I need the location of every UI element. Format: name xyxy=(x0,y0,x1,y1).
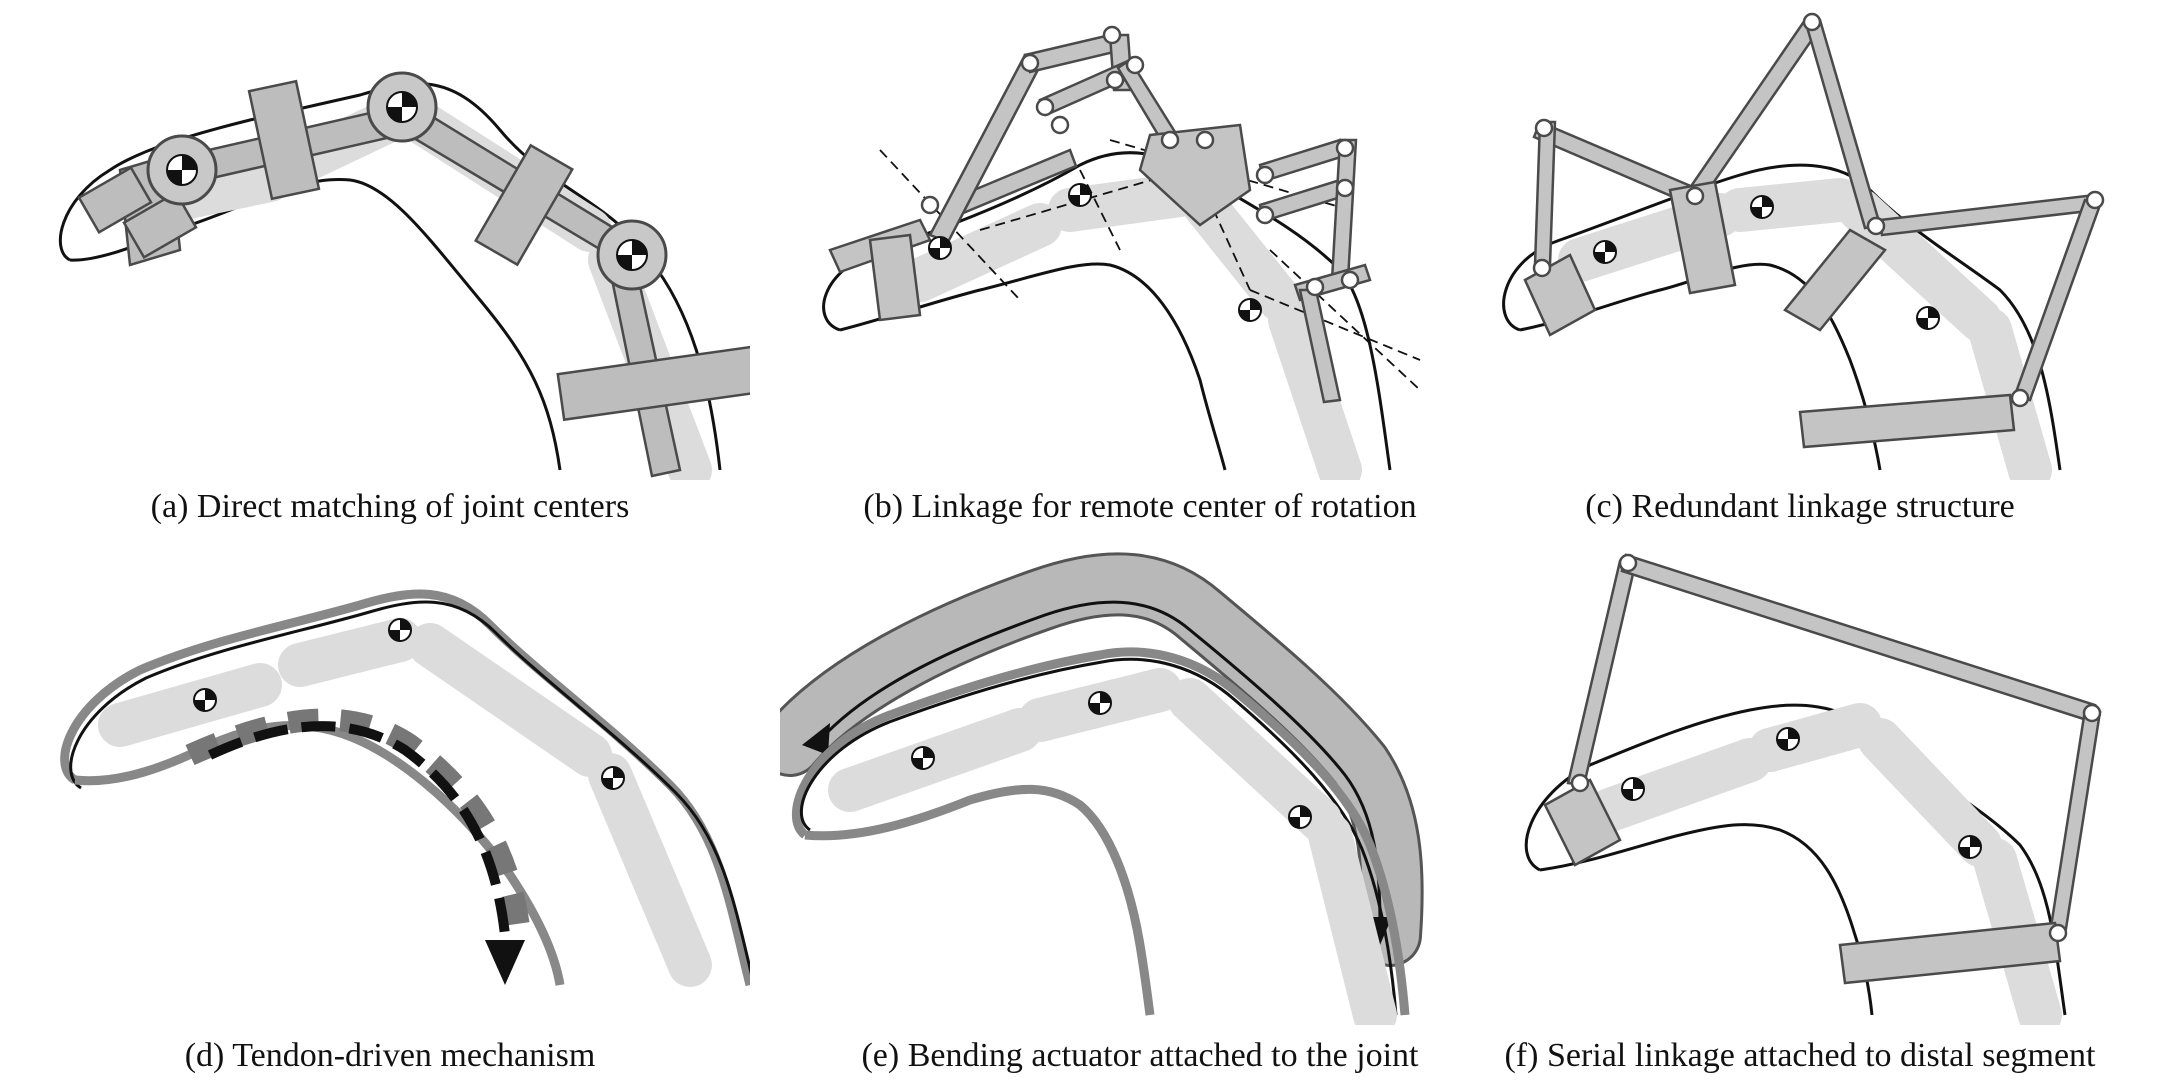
panel-b: (b) Linkage for remote center of rotatio… xyxy=(780,0,1500,545)
pin-joint xyxy=(920,25,1360,297)
finger-outline xyxy=(791,647,1410,1016)
joint-center-marker xyxy=(1593,195,1940,330)
finger-outline xyxy=(60,589,750,987)
panel-f: (f) Serial linkage attached to distal se… xyxy=(1440,545,2160,1090)
bending-actuator xyxy=(780,552,1424,967)
caption-f: (f) Serial linkage attached to distal se… xyxy=(1504,1037,2096,1074)
panel-d-illustration xyxy=(60,589,750,987)
pin-joint xyxy=(1532,12,2105,408)
tendon-sheath xyxy=(185,708,531,937)
panel-f-illustration xyxy=(1524,553,2102,1025)
joint-center-marker xyxy=(166,91,648,271)
caption-d: (d) Tendon-driven mechanism xyxy=(184,1037,596,1074)
caption-e: (e) Bending actuator attached to the joi… xyxy=(861,1037,1419,1074)
pin-joint xyxy=(1570,553,2102,943)
panel-c-illustration xyxy=(1502,12,2105,480)
panel-a: (a) Direct matching of joint centers xyxy=(30,0,750,545)
bone-segments xyxy=(98,618,712,987)
bone-segments xyxy=(828,668,1397,1025)
bone-segments xyxy=(898,173,1362,480)
panel-a-illustration xyxy=(58,71,750,480)
caption-c: (c) Redundant linkage structure xyxy=(1585,488,2015,525)
joint-center-marker xyxy=(1621,727,1982,859)
panel-c: (c) Redundant linkage structure xyxy=(1440,0,2160,545)
panel-d: (d) Tendon-driven mechanism xyxy=(30,545,750,1090)
panel-e: (e) Bending actuator attached to the joi… xyxy=(780,545,1500,1090)
tendon xyxy=(207,721,510,936)
tendon-arrow xyxy=(485,940,525,985)
caption-b: (b) Linkage for remote center of rotatio… xyxy=(863,488,1417,525)
caption-a: (a) Direct matching of joint centers xyxy=(150,488,630,525)
panel-e-illustration xyxy=(780,552,1424,1025)
panel-b-illustration xyxy=(822,25,1421,480)
joint-center-marker xyxy=(911,691,1312,829)
joint-center-marker xyxy=(193,618,625,790)
exoskeleton-links xyxy=(77,79,750,478)
joint-center-marker xyxy=(928,183,1262,322)
bone-segments xyxy=(1588,703,2062,1025)
